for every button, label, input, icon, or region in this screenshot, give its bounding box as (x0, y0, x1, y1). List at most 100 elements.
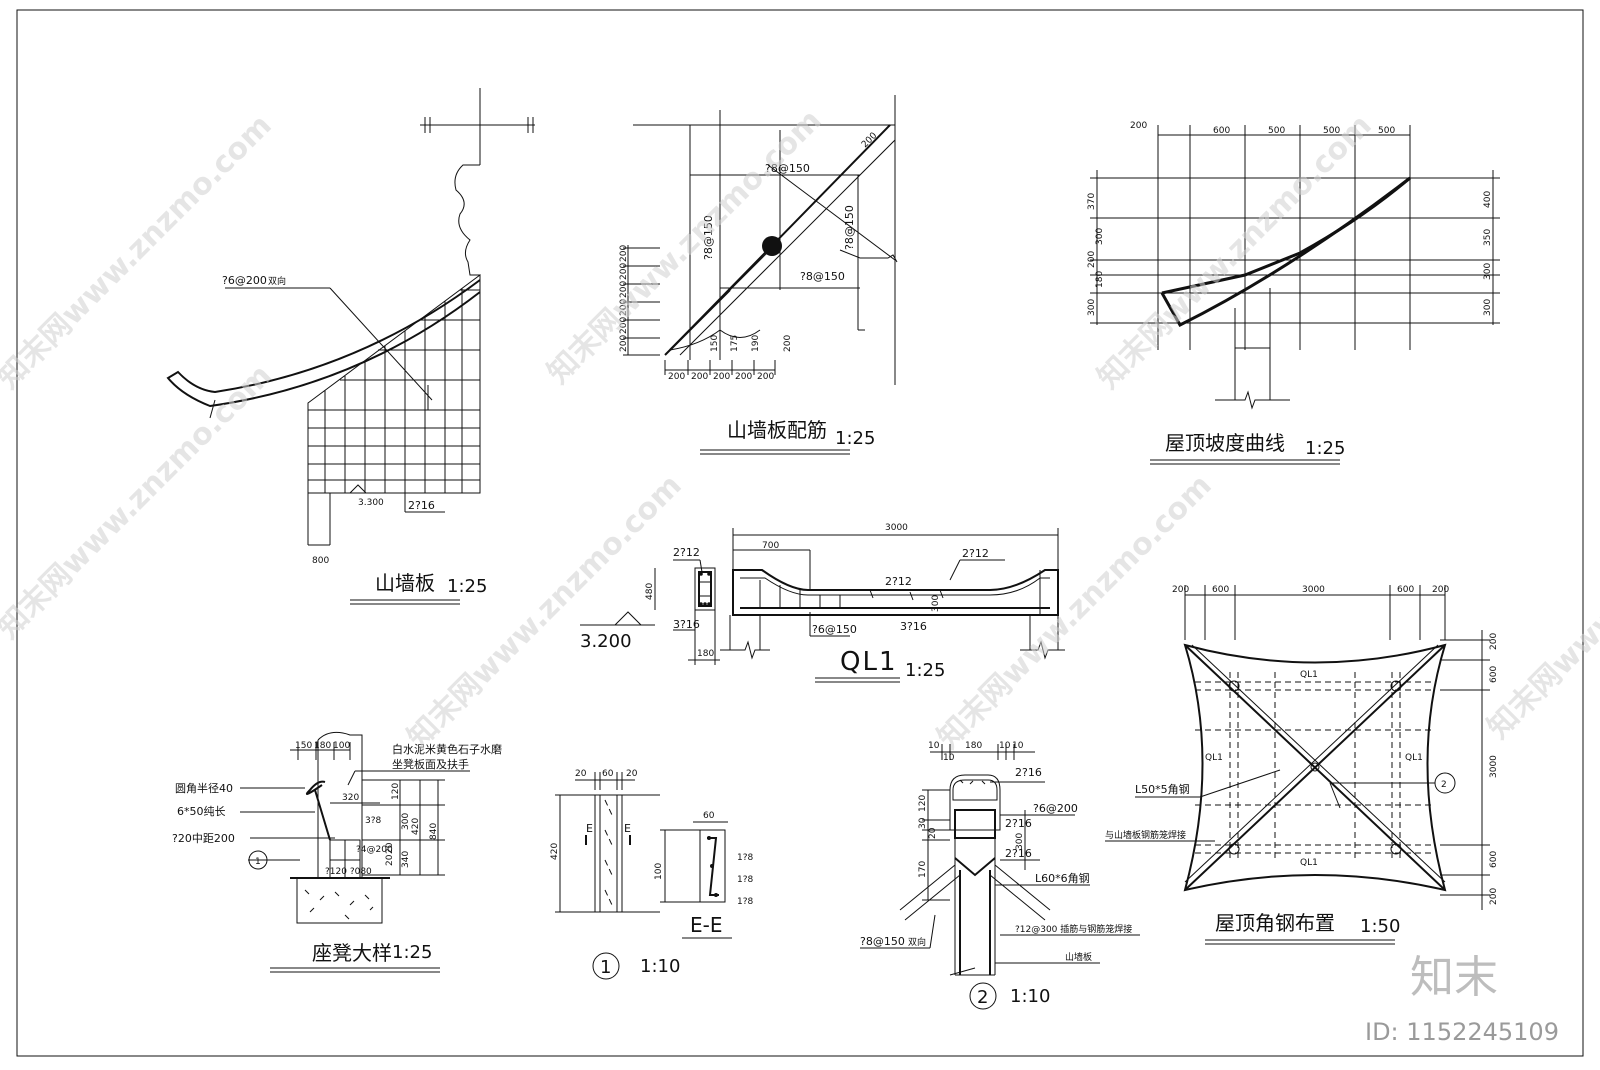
svg-text:300: 300 (1095, 228, 1105, 245)
ql1-title-scale: 1:25 (905, 660, 945, 681)
gable-rebar-top: 200 (860, 131, 879, 150)
svg-text:320: 320 (342, 793, 359, 803)
roof-curve-title-scale: 1:25 (1305, 438, 1345, 459)
svg-text:600: 600 (1212, 585, 1229, 595)
svg-text:3000: 3000 (1489, 755, 1499, 778)
bench-note-1: 白水泥米黄色石子水磨 (392, 742, 502, 756)
cut-e-left: E (586, 822, 593, 835)
svg-text:10: 10 (999, 741, 1011, 751)
svg-text:175: 175 (730, 335, 740, 352)
gable-dim-800: 800 (312, 556, 329, 566)
svg-text:200: 200 (1489, 633, 1499, 650)
svg-text:170: 170 (918, 861, 928, 878)
detail-2-circle (969, 982, 997, 1010)
bench-rebar: ?20中距200 (172, 832, 235, 845)
sheet-border (16, 9, 1584, 1057)
svg-text:420: 420 (550, 843, 560, 860)
svg-text:?120 ?080: ?120 ?080 (325, 867, 372, 877)
svg-text:知末网www.znzmo.com: 知末网www.znzmo.com (0, 108, 279, 396)
svg-text:200: 200 (713, 372, 730, 382)
gable-rebar-inner-dims: 150 175 190 200 (710, 335, 793, 352)
svg-text:3000: 3000 (885, 523, 908, 533)
svg-text:200: 200 (1489, 888, 1499, 905)
svg-text:150: 150 (295, 741, 312, 751)
roof-steel-title-scale: 1:50 (1360, 916, 1400, 937)
image-id: ID: 1152245109 (1365, 1018, 1559, 1046)
roof-ql1-left: QL1 (1205, 753, 1223, 763)
svg-text:300: 300 (401, 813, 411, 830)
svg-text:120: 120 (918, 795, 928, 812)
ql1-drawing: 180 480 2?12 3?16 3.200 3000 700 300 2?1… (580, 523, 1065, 683)
gable-rebar-bottom-dims: 200 200 200 200 200 (664, 360, 776, 382)
svg-text:?4@200: ?4@200 (356, 845, 393, 855)
svg-text:10: 10 (1012, 741, 1024, 751)
gable-rebar-r4: ?8@150 (800, 270, 845, 283)
svg-text:200: 200 (619, 281, 629, 298)
ql1-section-b1: 2?12 (673, 546, 700, 559)
roof-curve-drawing: 200 600 500 500 500 370 300 200 180 (1087, 121, 1500, 465)
svg-text:700: 700 (762, 541, 779, 551)
detail-1-circle (592, 952, 620, 980)
svg-text:300: 300 (1015, 833, 1025, 850)
svg-text:1: 1 (255, 857, 261, 867)
detail-1-scale: 1:10 (640, 956, 680, 977)
roof-ql1-top: QL1 (1300, 670, 1318, 680)
gable-rebar-r2: ?8@150 (702, 215, 715, 260)
gable-rebar-note: 双向 (268, 275, 286, 287)
svg-text:200: 200 (668, 372, 685, 382)
gable-grid (308, 288, 480, 493)
svg-text:100: 100 (654, 863, 664, 880)
svg-text:2: 2 (1441, 780, 1447, 790)
bench-foundation (296, 877, 383, 924)
svg-text:350: 350 (1483, 229, 1493, 246)
ql1-section-bot: 3?16 (673, 618, 700, 631)
gable-elev: 3.300 (358, 498, 384, 508)
svg-text:200: 200 (1130, 121, 1147, 131)
svg-text:100: 100 (333, 741, 350, 751)
svg-text:20: 20 (575, 769, 587, 779)
ee-title: E-E (690, 913, 723, 937)
svg-text:600: 600 (1489, 666, 1499, 683)
d2-rebar: ?8@150 (860, 935, 905, 948)
svg-text:840: 840 (429, 823, 439, 840)
bench-title: 座凳大样 (312, 941, 392, 965)
svg-text:3?8: 3?8 (365, 816, 382, 826)
svg-text:300: 300 (1087, 299, 1097, 316)
svg-text:400: 400 (1483, 191, 1493, 208)
detail-1-drawing: 20 60 20 420 E E 1 1:10 60 100 1?8 1?8 1… (550, 769, 754, 980)
svg-text:600: 600 (1213, 126, 1230, 136)
svg-text:200: 200 (619, 245, 629, 262)
d2-angle: L60*6角钢 (1035, 872, 1090, 885)
roof-ql1-right: QL1 (1405, 753, 1423, 763)
svg-text:200: 200 (619, 335, 629, 352)
svg-text:600: 600 (1397, 585, 1414, 595)
roof-curve-title: 屋顶坡度曲线 (1165, 431, 1285, 455)
d2-note: ?12@300 插筋与钢筋笼焊接 (1015, 923, 1132, 935)
svg-text:200: 200 (619, 317, 629, 334)
svg-text:10: 10 (928, 741, 940, 751)
svg-text:200: 200 (691, 372, 708, 382)
d2-stirrup: ?6@200 (1033, 802, 1078, 815)
bench-title-scale: 1:25 (392, 942, 432, 963)
svg-text:知末网www.znzmo.com: 知末网www.znzmo.com (0, 358, 279, 646)
svg-text:20: 20 (928, 827, 938, 839)
svg-text:20: 20 (626, 769, 638, 779)
ql1-stirrups (759, 580, 944, 608)
detail-2-scale: 1:10 (1010, 986, 1050, 1007)
svg-text:180: 180 (1095, 271, 1105, 288)
roof-steel-title: 屋顶角钢布置 (1215, 911, 1335, 935)
svg-text:300: 300 (1483, 299, 1493, 316)
svg-text:120: 120 (391, 783, 401, 800)
svg-text:20: 20 (385, 854, 395, 866)
svg-text:30: 30 (918, 817, 928, 829)
cut-e-right: E (624, 822, 631, 835)
svg-text:10: 10 (943, 753, 955, 763)
gable-rebar-r3: ?8@150 (843, 205, 856, 250)
svg-text:340: 340 (401, 851, 411, 868)
bench-steel: 6*50纯长 (177, 805, 226, 818)
brand-logo: 知末 (1410, 952, 1498, 1003)
svg-text:知末网www.znzmo.com: 知末网www.znzmo.com (401, 468, 689, 756)
svg-text:知末网www.znzmo.com: 知末网www.znzmo.com (1481, 458, 1600, 746)
svg-text:1?8: 1?8 (737, 897, 754, 907)
svg-text:知末网www.znzmo.com: 知末网www.znzmo.com (931, 468, 1219, 756)
